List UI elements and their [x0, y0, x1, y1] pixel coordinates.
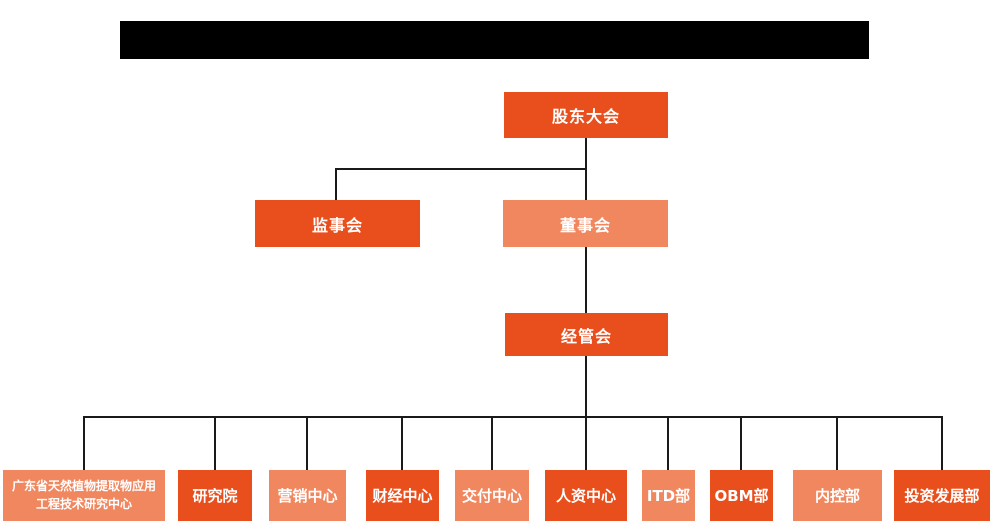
org-node-dept-delivery-center: 交付中心	[455, 470, 529, 521]
org-node-dept-research-center: 广东省天然植物提取物应用工程技术研究中心	[3, 470, 165, 521]
connector-drop-investment	[941, 416, 943, 470]
org-node-dept-internal-control: 内控部	[793, 470, 882, 521]
connector-branch-horizontal	[335, 168, 587, 170]
org-node-dept-hr-center: 人资中心	[545, 470, 627, 521]
connector-drop-finance	[401, 416, 403, 470]
org-node-dept-investment-development: 投资发展部	[894, 470, 990, 521]
connector-drop-marketing	[306, 416, 308, 470]
connector-drop-research-institute	[214, 416, 216, 470]
org-node-dept-marketing-center: 营销中心	[269, 470, 346, 521]
org-node-management-committee: 经管会	[505, 313, 668, 356]
connector-drop-hr	[585, 416, 587, 470]
org-node-dept-itd: ITD部	[642, 470, 695, 521]
connector-drop-research-center	[83, 416, 85, 470]
connector-drop-delivery	[491, 416, 493, 470]
redacted-title-bar	[120, 21, 869, 59]
org-node-shareholders-meeting: 股东大会	[504, 92, 668, 138]
connector-branch-to-supervisory	[335, 168, 337, 200]
org-node-supervisory-board: 监事会	[255, 200, 420, 247]
connector-drop-obm	[740, 416, 742, 470]
connector-management-to-bus	[585, 356, 587, 418]
connector-drop-internal-control	[836, 416, 838, 470]
org-node-dept-finance-center: 财经中心	[366, 470, 439, 521]
connector-drop-itd	[667, 416, 669, 470]
org-node-dept-obm: OBM部	[710, 470, 773, 521]
org-node-dept-research-institute: 研究院	[178, 470, 252, 521]
org-node-board-of-directors: 董事会	[503, 200, 668, 247]
connector-board-to-management	[585, 247, 587, 313]
connector-bus-horizontal	[83, 416, 943, 418]
